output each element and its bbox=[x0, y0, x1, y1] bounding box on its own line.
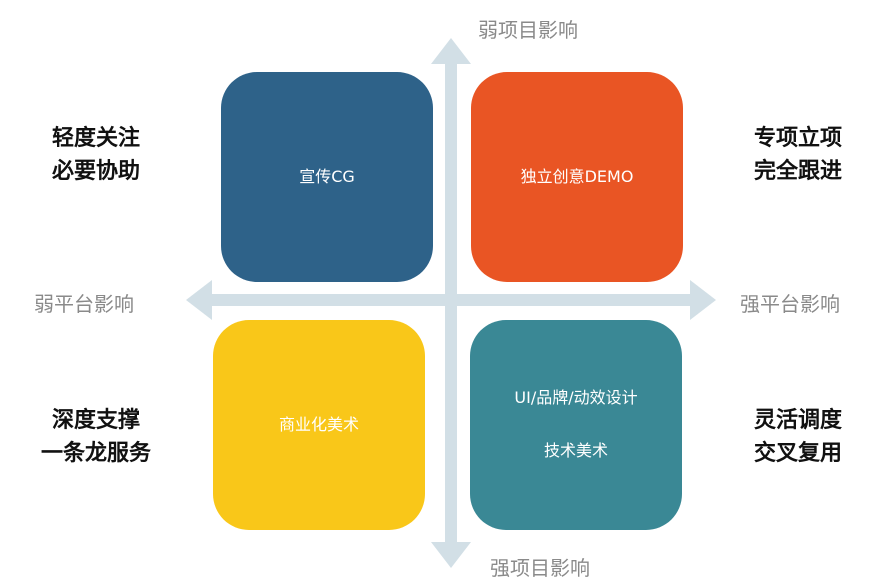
side-label-bottom-right-line-1: 灵活调度 bbox=[753, 408, 842, 433]
side-label-top-left-line-2: 必要协助 bbox=[51, 159, 140, 184]
quadrant-bottom-right-label-1: UI/品牌/动效设计 bbox=[514, 388, 638, 408]
quadrant-top-right: 独立创意DEMO bbox=[471, 72, 683, 282]
side-label-top-right: 专项立项 完全跟进 bbox=[748, 122, 848, 188]
quadrant-bottom-right-label-2: 技术美术 bbox=[543, 441, 608, 460]
quadrant-top-left: 宣传CG bbox=[221, 72, 433, 282]
horizontal-axis bbox=[186, 280, 716, 320]
axis-label-bottom: 强项目影响 bbox=[490, 556, 590, 580]
quadrant-bottom-right: UI/品牌/动效设计 技术美术 bbox=[470, 320, 682, 530]
left-arrowhead bbox=[186, 280, 212, 320]
side-label-bottom-right-line-2: 交叉复用 bbox=[753, 441, 842, 466]
side-label-bottom-left: 深度支撑 一条龙服务 bbox=[34, 404, 158, 470]
quadrant-top-right-label: 独立创意DEMO bbox=[520, 166, 634, 186]
quadrant-top-left-label: 宣传CG bbox=[299, 166, 355, 186]
side-label-bottom-right: 灵活调度 交叉复用 bbox=[748, 404, 848, 470]
right-arrowhead bbox=[690, 280, 716, 320]
quadrant-bottom-left: 商业化美术 bbox=[213, 320, 425, 530]
axis-label-right: 强平台影响 bbox=[740, 292, 840, 316]
side-label-top-left: 轻度关注 必要协助 bbox=[46, 122, 146, 188]
side-label-top-left-line-1: 轻度关注 bbox=[51, 126, 140, 151]
side-label-top-right-line-2: 完全跟进 bbox=[753, 159, 842, 184]
side-label-bottom-left-line-2: 一条龙服务 bbox=[40, 441, 151, 466]
down-arrowhead bbox=[431, 542, 471, 568]
axis-label-top: 弱项目影响 bbox=[478, 18, 578, 42]
side-label-top-right-line-1: 专项立项 bbox=[753, 126, 842, 151]
side-label-bottom-left-line-1: 深度支撑 bbox=[51, 408, 140, 433]
up-arrowhead bbox=[431, 38, 471, 64]
quadrant-bottom-left-label: 商业化美术 bbox=[278, 414, 359, 434]
axis-label-left: 弱平台影响 bbox=[34, 292, 134, 316]
